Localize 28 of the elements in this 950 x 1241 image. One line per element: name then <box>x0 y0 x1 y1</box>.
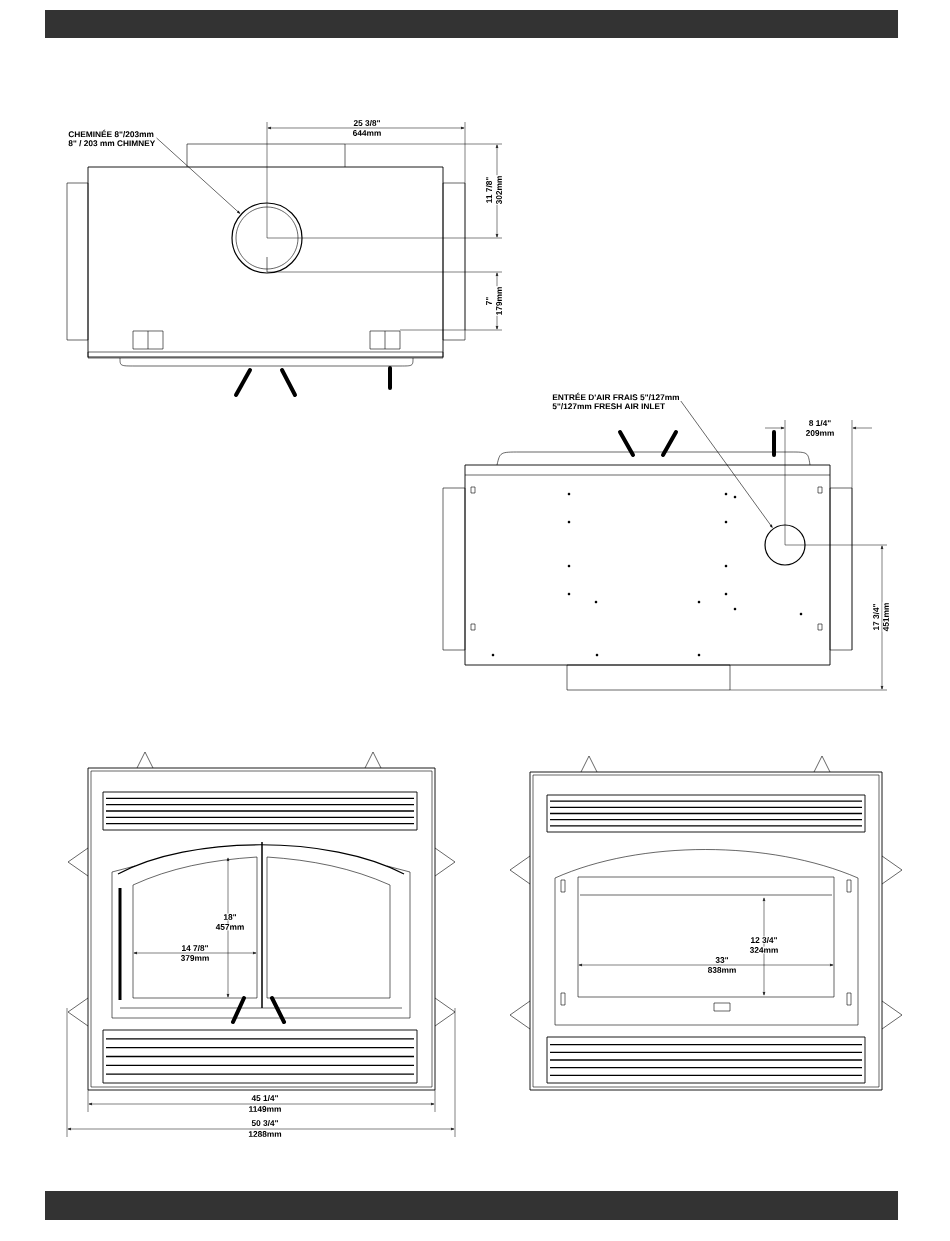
dimension-label: 209mm <box>805 429 835 437</box>
dimension-label: 179mm <box>495 286 503 316</box>
dimension-label: 18" <box>222 913 238 921</box>
dimension-label: 7" <box>485 296 493 306</box>
dimension-label: 50 3/4" <box>251 1119 279 1127</box>
dimension-label: 379mm <box>180 954 210 962</box>
dimension-label: 11 7/8" <box>485 176 493 204</box>
dimension-label: 33" <box>714 956 730 964</box>
leader-line <box>680 400 773 528</box>
dimension-label: 1288mm <box>247 1130 283 1138</box>
dimension-label: 302mm <box>495 175 503 205</box>
dimension-label: 25 3/8" <box>353 119 381 127</box>
callout-text: CHEMINÉE 8"/203mm 8" / 203 mm CHIMNEY <box>68 129 156 147</box>
dimension-label: 644mm <box>352 129 382 137</box>
leader-line <box>156 137 241 214</box>
dimension-label: 12 3/4" <box>750 936 778 944</box>
dimension-label: 451mm <box>882 602 890 632</box>
opening-circle <box>231 202 303 274</box>
dimension-label: 324mm <box>749 946 779 954</box>
dimension-label: 8 1/4" <box>808 419 832 427</box>
dimension-label: 45 1/4" <box>251 1094 279 1102</box>
callout-text: ENTRÉE D'AIR FRAIS 5"/127mm 5"/127mm FRESH AIR INLET <box>552 392 679 410</box>
dimension-label: 1149mm <box>248 1105 282 1113</box>
opening-circle <box>764 524 806 566</box>
dimension-label: 17 3/4" <box>872 603 880 631</box>
dimension-label: 14 7/8" <box>181 944 209 952</box>
dimension-label: 838mm <box>707 966 737 974</box>
dimension-label: 457mm <box>215 923 245 931</box>
